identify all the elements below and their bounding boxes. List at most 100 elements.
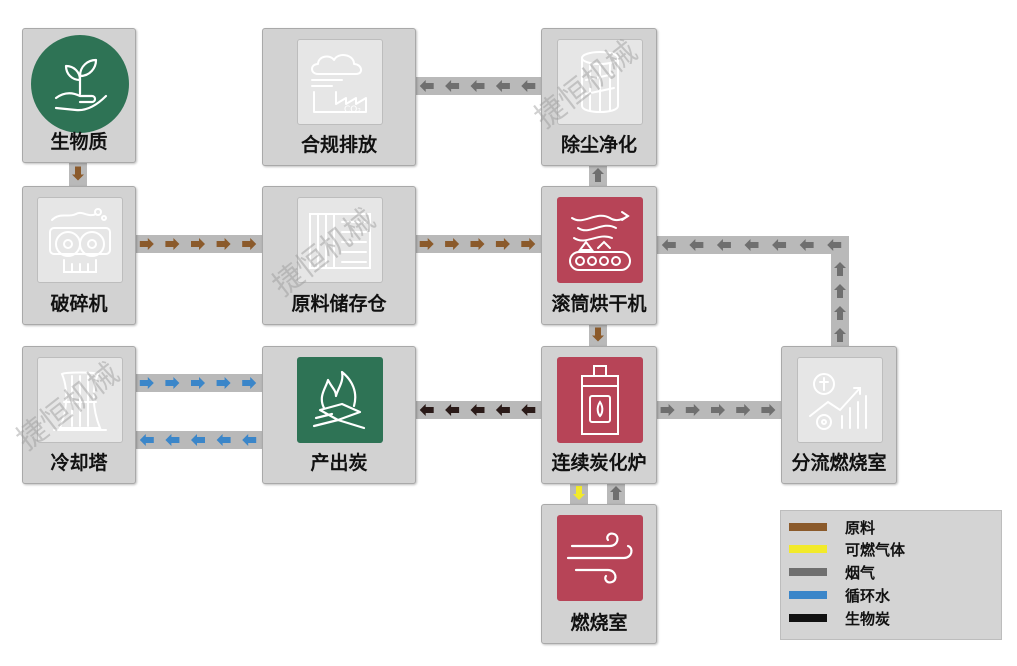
flow-splitter-up-arrow	[834, 328, 846, 342]
node-emission-label: 合规排放	[300, 134, 377, 156]
legend-label: 烟气	[845, 563, 876, 582]
flow-furnace-splitter-arrow	[736, 404, 751, 416]
flow-furnace-splitter-arrow	[685, 404, 700, 416]
node-charcoal: 产出炭	[262, 346, 416, 484]
flow-splitter-dryer-arrow	[799, 239, 814, 251]
node-crusher-label: 破碎机	[50, 293, 108, 315]
flow-furnace-splitter-arrow	[761, 404, 776, 416]
flow-dust-emission-arrow	[419, 80, 434, 92]
flow-cooling-to-charcoal-arrow	[216, 377, 231, 389]
flow-crusher-storage-arrow	[242, 238, 257, 250]
flow-storage-dryer-arrow	[445, 238, 460, 250]
flow-charcoal-to-cooling-arrow	[165, 434, 180, 446]
node-splitter: 分流燃烧室	[781, 346, 897, 484]
flow-crusher-storage-arrow	[165, 238, 180, 250]
node-dryer: 滚筒烘干机	[541, 186, 657, 325]
furnace-icon	[557, 357, 643, 443]
flow-splitter-dryer-arrow	[827, 239, 842, 251]
flow-storage-dryer-arrow	[521, 238, 536, 250]
legend-swatch	[789, 523, 827, 531]
flow-crusher-storage-arrow	[191, 238, 205, 250]
flow-combustion-furnace-arrow	[610, 486, 622, 500]
flow-cooling-to-charcoal-arrow	[165, 377, 180, 389]
flow-splitter-up-arrow	[834, 306, 846, 320]
conveyor-dryer-icon	[557, 197, 643, 283]
flow-charcoal-to-cooling-arrow	[191, 434, 205, 446]
node-dust: 除尘净化	[541, 28, 657, 166]
legend-swatch	[789, 545, 827, 553]
node-emission: CO₂ 合规排放	[262, 28, 416, 166]
legend-item-water: 循环水	[789, 585, 890, 605]
flow-cooling-to-charcoal-arrow	[242, 377, 257, 389]
legend-item-flue: 烟气	[789, 562, 875, 582]
flow-furnace-splitter-arrow	[660, 404, 675, 416]
legend-label: 原料	[845, 518, 876, 537]
flow-splitter-dryer-arrow	[689, 239, 704, 251]
fire-charcoal-icon	[297, 357, 383, 443]
flow-storage-dryer-arrow	[419, 238, 434, 250]
flow-furnace-charcoal-arrow	[470, 404, 485, 416]
flow-dust-emission-arrow	[445, 80, 460, 92]
flow-furnace-splitter-arrow	[711, 404, 725, 416]
node-combustion: 燃烧室	[541, 504, 657, 644]
flow-furnace-charcoal-arrow	[521, 404, 536, 416]
node-biomass-label: 生物质	[50, 131, 108, 153]
flow-splitter-dryer-arrow	[661, 239, 676, 251]
wind-icon	[557, 515, 643, 601]
node-furnace: 连续炭化炉	[541, 346, 657, 484]
node-combustion-label: 燃烧室	[570, 612, 628, 634]
flow-dryer-dust-arrow	[592, 168, 604, 182]
svg-text:CO₂: CO₂	[344, 105, 361, 115]
node-dust-label: 除尘净化	[560, 134, 637, 156]
flow-crusher-storage-arrow	[139, 238, 154, 250]
flow-storage-dryer-arrow	[495, 238, 510, 250]
flow-dryer-furnace-arrow	[592, 327, 604, 342]
legend: 原料 可燃气体 烟气 循环水 生物炭	[780, 510, 1002, 640]
node-biomass: 生物质	[22, 28, 136, 163]
flow-charcoal-to-cooling-arrow	[139, 434, 154, 446]
flow-splitter-up-arrow	[834, 262, 846, 276]
node-crusher: 破碎机	[22, 186, 136, 325]
flow-dust-emission-arrow	[495, 80, 510, 92]
node-storage: 原料储存仓	[262, 186, 416, 325]
legend-item-raw: 原料	[789, 517, 875, 537]
legend-label: 循环水	[845, 586, 891, 605]
flow-cooling-to-charcoal-arrow	[139, 377, 154, 389]
flow-cooling-to-charcoal-arrow	[191, 377, 205, 389]
flow-storage-dryer-arrow	[470, 238, 485, 250]
legend-item-gas: 可燃气体	[789, 539, 905, 559]
flow-splitter-dryer-arrow	[744, 239, 759, 251]
flow-splitter-dryer-arrow	[772, 239, 787, 251]
node-storage-label: 原料储存仓	[291, 293, 387, 315]
node-splitter-label: 分流燃烧室	[791, 452, 887, 474]
factory-co2-icon: CO₂	[297, 39, 383, 125]
flow-dust-emission-arrow	[470, 80, 485, 92]
legend-swatch	[789, 568, 827, 576]
flow-splitter-up-arrow	[834, 284, 846, 298]
storage-bin-icon	[297, 197, 383, 283]
legend-swatch	[789, 591, 827, 599]
flow-furnace-charcoal-arrow	[495, 404, 510, 416]
legend-label: 可燃气体	[845, 540, 906, 559]
flow-furnace-combustion-arrow	[573, 486, 585, 500]
chart-gear-icon	[797, 357, 883, 443]
node-cooling: 冷却塔	[22, 346, 136, 484]
flow-furnace-charcoal-arrow	[445, 404, 460, 416]
dust-filter-icon	[557, 39, 643, 125]
flow-furnace-charcoal-arrow	[419, 404, 434, 416]
flow-crusher-storage-arrow	[216, 238, 231, 250]
flow-charcoal-to-cooling-arrow	[242, 434, 257, 446]
legend-item-char: 生物炭	[789, 608, 890, 628]
flow-biomass-crusher-arrow	[72, 166, 84, 181]
legend-swatch	[789, 614, 827, 622]
legend-label: 生物炭	[845, 609, 891, 628]
crusher-icon	[37, 197, 123, 283]
cooling-tower-icon	[37, 357, 123, 443]
plant-in-hand-icon	[31, 35, 129, 133]
node-dryer-label: 滚筒烘干机	[551, 293, 647, 315]
node-furnace-label: 连续炭化炉	[551, 452, 647, 474]
flow-splitter-dryer-arrow	[716, 239, 731, 251]
flow-charcoal-to-cooling-arrow	[216, 434, 231, 446]
flow-dust-emission-arrow	[521, 80, 536, 92]
